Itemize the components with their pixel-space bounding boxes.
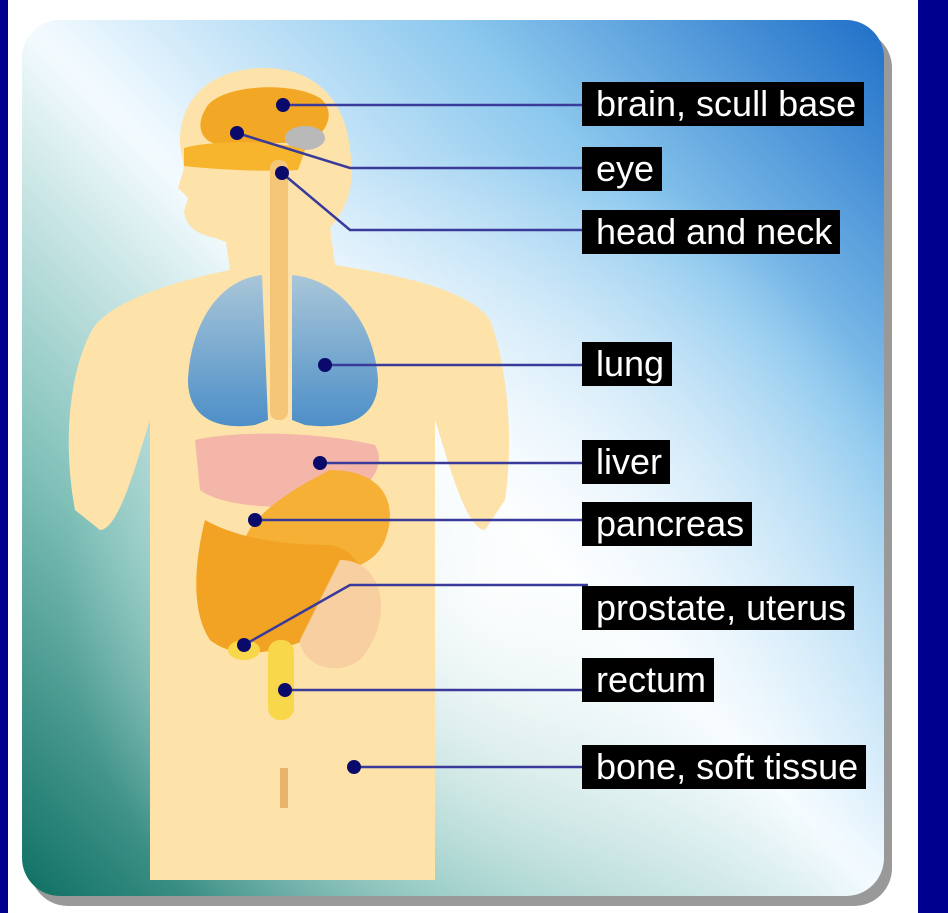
dot-bone bbox=[347, 760, 361, 774]
label-eye: eye bbox=[582, 147, 662, 191]
label-liver: liver bbox=[582, 440, 670, 484]
dot-lung bbox=[318, 358, 332, 372]
dot-head-neck bbox=[275, 166, 289, 180]
dot-rectum bbox=[278, 683, 292, 697]
label-prostate: prostate, uterus bbox=[582, 586, 854, 630]
rectum-organ bbox=[268, 640, 294, 720]
label-brain: brain, scull base bbox=[582, 82, 864, 126]
label-rectum: rectum bbox=[582, 658, 714, 702]
dot-brain bbox=[276, 98, 290, 112]
label-pancreas: pancreas bbox=[582, 502, 752, 546]
navel-line bbox=[280, 768, 288, 808]
dot-liver bbox=[313, 456, 327, 470]
dot-eye bbox=[230, 126, 244, 140]
label-head-neck: head and neck bbox=[582, 210, 840, 254]
throat bbox=[270, 160, 288, 420]
dot-prostate bbox=[237, 638, 251, 652]
label-bone: bone, soft tissue bbox=[582, 745, 866, 789]
label-lung: lung bbox=[582, 342, 672, 386]
dot-pancreas bbox=[248, 513, 262, 527]
